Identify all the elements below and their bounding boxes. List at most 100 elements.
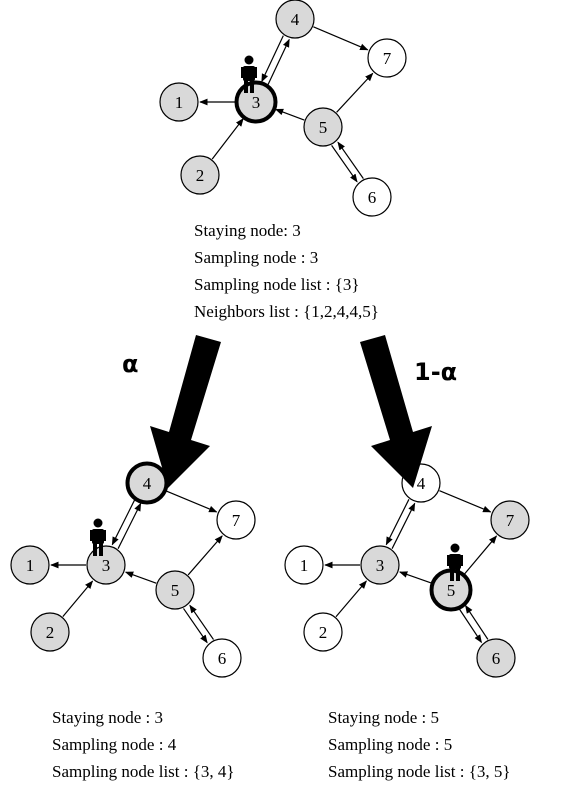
node-5-label: 5: [447, 581, 456, 600]
right-sampling-node: Sampling node : 5: [328, 735, 452, 754]
right-staying-node: Staying node : 5: [328, 708, 439, 727]
edge-3-to-4: [267, 38, 290, 86]
node-2: 2: [180, 155, 220, 195]
edge-4-to-3: [261, 35, 284, 83]
node-4-circle: [275, 0, 315, 39]
edge-5-to-3: [274, 108, 305, 121]
transition-arrow-right: [360, 335, 432, 488]
person-icon: [447, 543, 463, 581]
node-7-circle: [490, 500, 530, 540]
node-6-label: 6: [492, 649, 501, 668]
top-staying-node: Staying node: 3: [194, 221, 301, 240]
edge-4-to-7: [165, 490, 218, 513]
node-2: 2: [303, 612, 343, 652]
node-5-label: 5: [319, 118, 328, 137]
node-3-label: 3: [102, 556, 111, 575]
person-icon: [90, 518, 106, 556]
right-sampling-list: Sampling node list : {3, 5}: [328, 762, 511, 781]
node-5-label: 5: [171, 581, 180, 600]
edge-6-to-5: [337, 141, 364, 179]
node-3-circle: [360, 545, 400, 585]
edge-4-to-3: [385, 499, 410, 546]
node-4: 4: [125, 461, 169, 505]
node-1-circle: [284, 545, 324, 585]
node-1-label: 1: [26, 556, 35, 575]
node-6-label: 6: [218, 649, 227, 668]
node-6-circle: [476, 638, 516, 678]
top-neighbors-list: Neighbors list : {1,2,4,4,5}: [194, 302, 379, 321]
graph-left: 1 2 3 4 5 6 7: [10, 461, 256, 678]
node-1: 1: [10, 545, 50, 585]
node-6: 6: [476, 638, 516, 678]
node-1-circle: [10, 545, 50, 585]
node-5: 5: [155, 570, 195, 610]
node-6-label: 6: [368, 188, 377, 207]
node-3-label: 3: [376, 556, 385, 575]
node-1-label: 1: [300, 556, 309, 575]
node-3-label: 3: [252, 93, 261, 112]
node-3: 3: [234, 80, 278, 124]
top-info: Staying node: 3 Sampling node : 3 Sampli…: [194, 221, 379, 321]
node-4-label: 4: [291, 10, 300, 29]
edge-5-to-6: [182, 608, 208, 644]
edge-5-to-7: [463, 535, 498, 576]
node-7-label: 7: [232, 511, 241, 530]
edge-4-to-7: [313, 26, 369, 51]
node-5-circle: [155, 570, 195, 610]
node-7-label: 7: [383, 49, 392, 68]
node-6: 6: [352, 177, 392, 217]
alpha-label: α: [122, 350, 139, 378]
top-sampling-node: Sampling node : 3: [194, 248, 318, 267]
node-2-label: 2: [319, 623, 328, 642]
node-7: 7: [490, 500, 530, 540]
left-info: Staying node : 3 Sampling node : 4 Sampl…: [52, 708, 235, 781]
node-5: 5: [303, 107, 343, 147]
edge-2-to-3: [335, 580, 367, 618]
node-4-label: 4: [417, 474, 426, 493]
edge-6-to-5: [465, 604, 489, 640]
person-icon: [241, 55, 257, 93]
node-4: 4: [275, 0, 315, 39]
edge-5-to-7: [187, 535, 223, 576]
node-7-label: 7: [506, 511, 515, 530]
node-2-circle: [303, 612, 343, 652]
graph-right: 1 2 3 4 5 6 7: [284, 463, 530, 678]
edge-2-to-3: [211, 117, 244, 160]
node-5-circle: [303, 107, 343, 147]
node-2-label: 2: [46, 623, 55, 642]
left-sampling-node: Sampling node : 4: [52, 735, 177, 754]
node-2-label: 2: [196, 166, 205, 185]
node-2-circle: [180, 155, 220, 195]
graph-top: 1 2 3 4 5 6 7: [159, 0, 407, 217]
node-4-label: 4: [143, 474, 152, 493]
node-1: 1: [159, 82, 199, 122]
node-2: 2: [30, 612, 70, 652]
node-3: 3: [360, 545, 400, 585]
node-1-circle: [159, 82, 199, 122]
left-staying-node: Staying node : 3: [52, 708, 163, 727]
transition-arrow-left: [150, 335, 221, 488]
edge-2-to-3: [62, 580, 94, 618]
node-7: 7: [216, 500, 256, 540]
node-3: 3: [86, 545, 126, 585]
node-1: 1: [284, 545, 324, 585]
node-7-circle: [367, 38, 407, 78]
left-sampling-list: Sampling node list : {3, 4}: [52, 762, 235, 781]
edge-6-to-5: [189, 604, 215, 640]
edge-5-to-6: [331, 145, 358, 183]
node-2-circle: [30, 612, 70, 652]
node-6-circle: [352, 177, 392, 217]
node-6-circle: [202, 638, 242, 678]
edge-5-to-7: [336, 72, 374, 113]
node-7: 7: [367, 38, 407, 78]
edge-5-to-3: [124, 571, 157, 584]
top-sampling-list: Sampling node list : {3}: [194, 275, 360, 294]
node-4-circle: [125, 461, 169, 505]
edge-3-to-4: [117, 502, 142, 549]
edge-4-to-3: [111, 499, 136, 546]
edge-4-to-7: [439, 490, 492, 513]
edge-5-to-6: [458, 608, 482, 644]
edge-5-to-3: [399, 571, 433, 584]
one-minus-alpha-label: 1-α: [414, 358, 457, 386]
node-1-label: 1: [175, 93, 184, 112]
